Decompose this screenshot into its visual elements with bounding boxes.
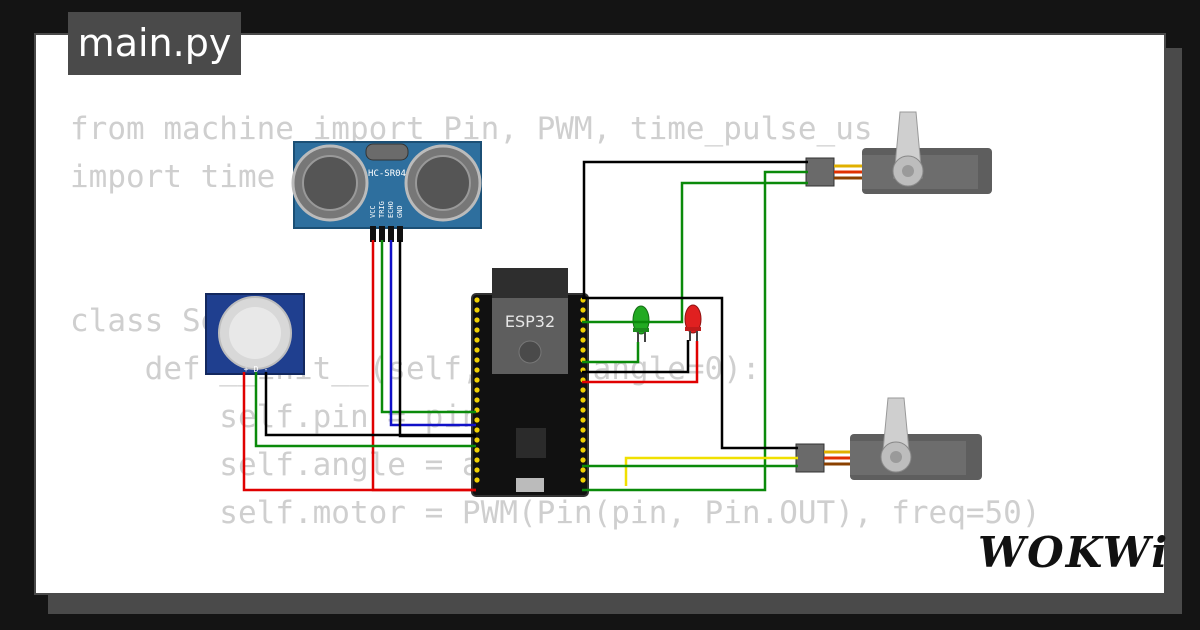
esp32-header-pin [580, 407, 586, 413]
esp32-header-pin [474, 477, 480, 483]
ultrasonic-sensor[interactable]: HC-SR04 VCC TRIG ECHO GND [291, 141, 482, 242]
pin-label-trig: TRIG [378, 201, 386, 218]
esp32-board[interactable]: ESP32 [471, 268, 589, 497]
wokwi-logo: WOKWi [978, 528, 1170, 577]
ultrasonic-model-label: HC-SR04 [368, 169, 406, 179]
esp32-header-pin [474, 327, 480, 333]
esp32-header-pin [580, 307, 586, 313]
esp32-header-pin [580, 427, 586, 433]
esp32-header-pin [474, 437, 480, 443]
pin-label-vcc: VCC [369, 205, 377, 218]
code-line: from machine import Pin, PWM, time_pulse… [70, 111, 873, 147]
pir-pin-plus: + [244, 365, 249, 374]
esp32-header-pin [474, 417, 480, 423]
green-led[interactable] [632, 305, 650, 342]
esp32-header-pin [474, 317, 480, 323]
esp32-header-pin [580, 347, 586, 353]
esp32-header-pin [580, 397, 586, 403]
code-line: self.motor = PWM(Pin(pin, Pin.OUT), freq… [70, 495, 1041, 531]
esp32-header-pin [580, 457, 586, 463]
esp32-header-pin [474, 447, 480, 453]
pir-sensor[interactable]: + D - [205, 293, 305, 375]
project-card: from machine import Pin, PWM, time_pulse… [34, 33, 1166, 595]
esp32-header-pin [580, 477, 586, 483]
esp32-header-pin [580, 387, 586, 393]
esp32-header-pin [580, 437, 586, 443]
pir-pin-minus: - [264, 365, 269, 374]
wires [242, 160, 808, 492]
esp32-header-pin [474, 457, 480, 463]
esp32-header-pin [580, 327, 586, 333]
esp32-header-pin [474, 427, 480, 433]
code-line: import time [70, 159, 276, 195]
esp32-header-pin [474, 377, 480, 383]
servo-motor-bottom[interactable] [795, 397, 982, 480]
esp32-header-pin [474, 387, 480, 393]
file-tab[interactable]: main.py [68, 12, 241, 75]
esp32-header-pin [580, 467, 586, 473]
pin-label-echo: ECHO [387, 201, 395, 218]
esp32-header-pin [474, 337, 480, 343]
esp32-label: ESP32 [505, 312, 555, 331]
pin-label-gnd: GND [396, 205, 404, 218]
code-preview: from machine import Pin, PWM, time_pulse… [70, 105, 1041, 593]
code-line: def set(self, angle): [70, 585, 1041, 593]
red-led[interactable] [684, 304, 702, 341]
esp32-header-pin [474, 347, 480, 353]
esp32-header-pin [580, 417, 586, 423]
esp32-header-pin [580, 447, 586, 453]
esp32-header-pin [474, 467, 480, 473]
esp32-header-pin [474, 357, 480, 363]
servo-motor-top[interactable] [805, 111, 992, 194]
esp32-header-pin [474, 397, 480, 403]
esp32-header-pin [474, 307, 480, 313]
esp32-header-pin [474, 297, 480, 303]
pir-pin-d: D [254, 365, 259, 374]
esp32-header-pin [580, 337, 586, 343]
esp32-header-pin [474, 367, 480, 373]
